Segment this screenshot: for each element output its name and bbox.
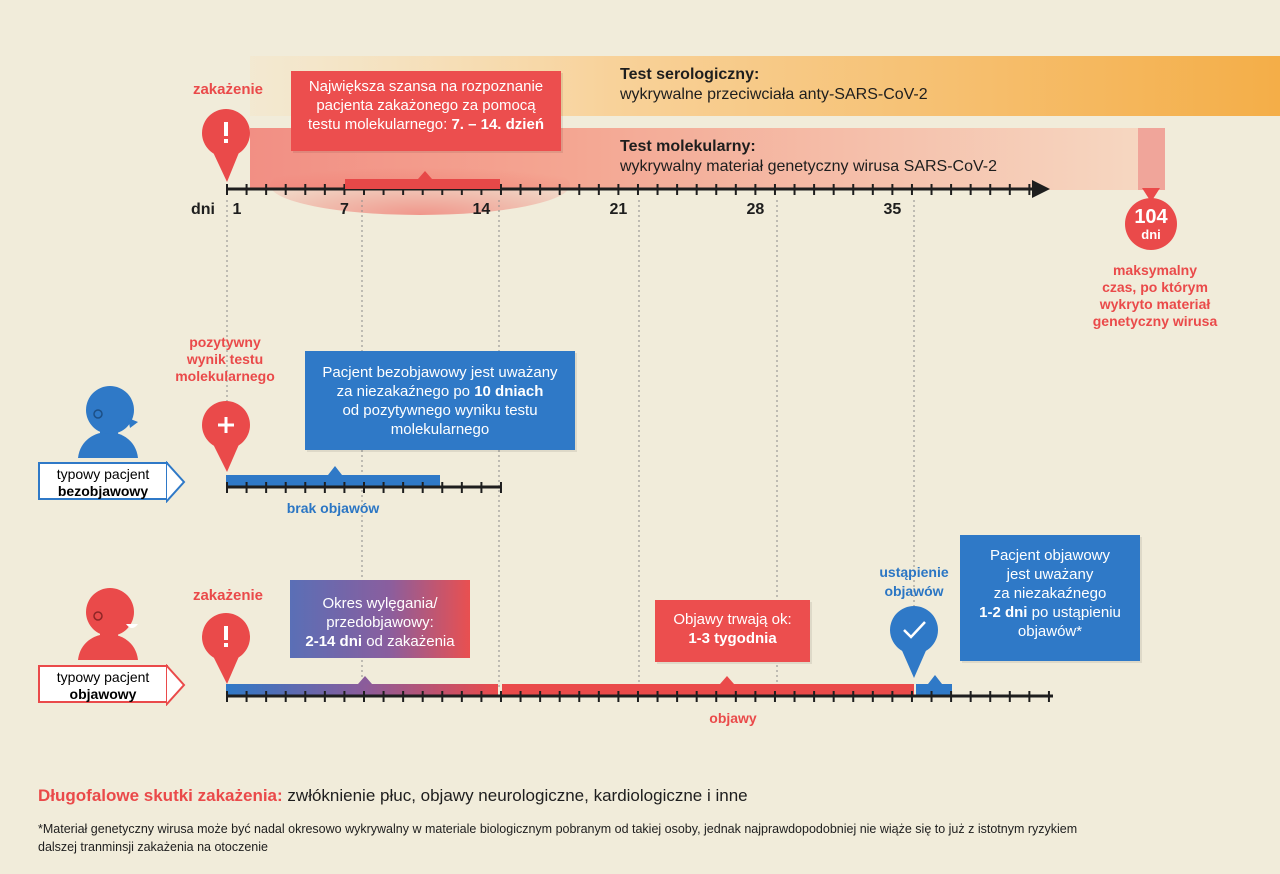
- recovery-label-line1: ustąpienie: [879, 564, 949, 580]
- infection-pin-bottom: [202, 613, 250, 684]
- sym-patient-line1: typowy pacjent: [56, 669, 150, 685]
- footnote-line1: *Materiał genetyczny wirusa może być nad…: [38, 822, 1078, 836]
- symptoms-label: objawy: [709, 710, 757, 726]
- symptoms-duration-box: Objawy trwają ok: 1-3 tygodnia: [655, 600, 810, 662]
- sym-patient-line2: objawowy: [69, 686, 137, 702]
- molecular-band-end: [1138, 128, 1165, 190]
- check-icon: [903, 621, 926, 639]
- incubation-line3: 2-14 dni od zakażenia: [290, 632, 470, 651]
- max-note-line2: czas, po którym: [1102, 279, 1208, 295]
- max-days-note: maksymalny czas, po którym wykryto mater…: [1080, 262, 1230, 330]
- infection-pin-top: [202, 109, 250, 182]
- asym-patient-line1: typowy pacjent: [56, 466, 150, 482]
- tick-label-1: 1: [232, 201, 242, 218]
- asym-box-line3: od pozytywnego wyniku testu: [342, 402, 538, 419]
- serological-desc: wykrywalne przeciwciała anty-SARS-CoV-2: [620, 86, 928, 103]
- recovery-label-line2: objawów: [884, 583, 944, 599]
- best-chance-line3: testu molekularnego: 7. – 14. dzień: [291, 115, 561, 134]
- noninf-line3: za niezakaźnego: [993, 585, 1107, 602]
- incubation-box: Okres wylęgania/ przedobjawowy: 2-14 dni…: [290, 580, 470, 658]
- noninfectious-box: Pacjent objawowy jest uważany za niezaka…: [960, 535, 1140, 661]
- positive-label-line3: molekularnego: [175, 368, 275, 384]
- patient-label-asymptomatic: typowy pacjent bezobjawowy: [38, 462, 168, 500]
- axis-label-days: dni: [191, 201, 215, 218]
- symptomatic-axis: [226, 675, 1053, 702]
- asym-box-line4: molekularnego: [390, 421, 490, 438]
- max-note-line1: maksymalny: [1112, 262, 1198, 278]
- asymptomatic-box: Pacjent bezobjawowy jest uważany za niez…: [305, 351, 575, 450]
- long-term-title: Długofalowe skutki zakażenia:: [38, 786, 283, 805]
- long-term-list: zwłóknienie płuc, objawy neurologiczne, …: [282, 786, 748, 805]
- positive-test-label: pozytywny wynik testu molekularnego: [160, 334, 290, 385]
- patient-label-symptomatic: typowy pacjent objawowy: [38, 665, 168, 703]
- best-chance-window: [345, 171, 500, 189]
- molecular-title: Test molekularny:: [620, 138, 756, 155]
- noninf-line4: 1-2 dni po ustąpieniu: [960, 603, 1140, 622]
- serological-title: Test serologiczny:: [620, 66, 760, 83]
- molecular-text: Test molekularny: wykrywalny materiał ge…: [620, 138, 997, 176]
- symptoms-box-line1: Objawy trwają ok:: [673, 611, 792, 628]
- serological-text: Test serologiczny: wykrywalne przeciwcia…: [620, 66, 928, 104]
- best-chance-line3-prefix: testu molekularnego:: [308, 116, 452, 133]
- symptomatic-person-icon: [78, 588, 138, 660]
- exclamation-icon: [224, 626, 228, 640]
- asym-patient-line2: bezobjawowy: [57, 483, 149, 499]
- asym-box-line2: za niezakaźnego po 10 dniach: [305, 382, 575, 401]
- long-term-effects: Długofalowe skutki zakażenia: zwłóknieni…: [38, 786, 748, 806]
- tick-label-28: 28: [746, 201, 765, 218]
- best-chance-line1: Największa szansa na rozpoznanie: [308, 78, 544, 95]
- best-chance-days: 7. – 14. dzień: [451, 116, 544, 133]
- incubation-days: 2-14 dni: [305, 633, 363, 650]
- positive-test-pin: [202, 401, 250, 472]
- incubation-line2: przedobjawowy:: [326, 614, 434, 631]
- asym-box-line1: Pacjent bezobjawowy jest uważany: [322, 364, 558, 381]
- noninf-line5: objawów*: [1017, 623, 1083, 640]
- patient-label-arrow-sym: [166, 664, 186, 706]
- max-days-value: 104: [1134, 206, 1168, 228]
- positive-label-line1: pozytywny: [189, 334, 261, 350]
- footnote-line2: dalszej tranminsji zakażenia na otoczeni…: [38, 840, 268, 854]
- asymptomatic-axis: [226, 466, 502, 493]
- best-chance-line2: pacjenta zakażonego za pomocą: [316, 97, 536, 114]
- symptoms-box-duration: 1-3 tygodnia: [688, 630, 777, 647]
- noninf-days: 1-2 dni: [979, 604, 1028, 621]
- no-symptoms-label: brak objawów: [286, 500, 380, 516]
- max-days-pin: [1125, 188, 1177, 250]
- max-note-line3: wykryto materiał: [1099, 296, 1211, 312]
- infection-label-bottom: zakażenie: [192, 587, 264, 604]
- asym-box-line2-prefix: za niezakaźnego po: [336, 383, 475, 400]
- molecular-desc: wykrywalny materiał genetyczny wirusa SA…: [620, 158, 998, 175]
- max-note-line4: genetyczny wirusa: [1092, 313, 1218, 329]
- noninf-line2: jest uważany: [1006, 566, 1094, 583]
- max-days-unit: dni: [1141, 227, 1161, 242]
- incubation-line1: Okres wylęgania/: [322, 595, 438, 612]
- best-chance-box: Największa szansa na rozpoznanie pacjent…: [291, 71, 561, 151]
- recovery-label: ustąpienie objawów: [862, 563, 966, 601]
- positive-label-line2: wynik testu: [186, 351, 264, 367]
- recovery-pin: [890, 606, 938, 678]
- tick-label-21: 21: [609, 201, 628, 218]
- exclamation-icon: [224, 122, 228, 136]
- asym-box-days: 10 dniach: [474, 383, 544, 400]
- tick-label-14: 14: [472, 201, 491, 218]
- tick-label-7: 7: [339, 201, 349, 218]
- infection-label-top: zakażenie: [192, 81, 264, 98]
- asymptomatic-person-icon: [78, 386, 138, 458]
- incubation-suffix: od zakażenia: [362, 633, 455, 650]
- noninf-line1: Pacjent objawowy: [989, 547, 1111, 564]
- patient-label-arrow-asym: [166, 461, 186, 503]
- noninf-suffix: po ustąpieniu: [1027, 604, 1121, 621]
- footnote: *Materiał genetyczny wirusa może być nad…: [38, 820, 1248, 856]
- tick-label-35: 35: [883, 201, 902, 218]
